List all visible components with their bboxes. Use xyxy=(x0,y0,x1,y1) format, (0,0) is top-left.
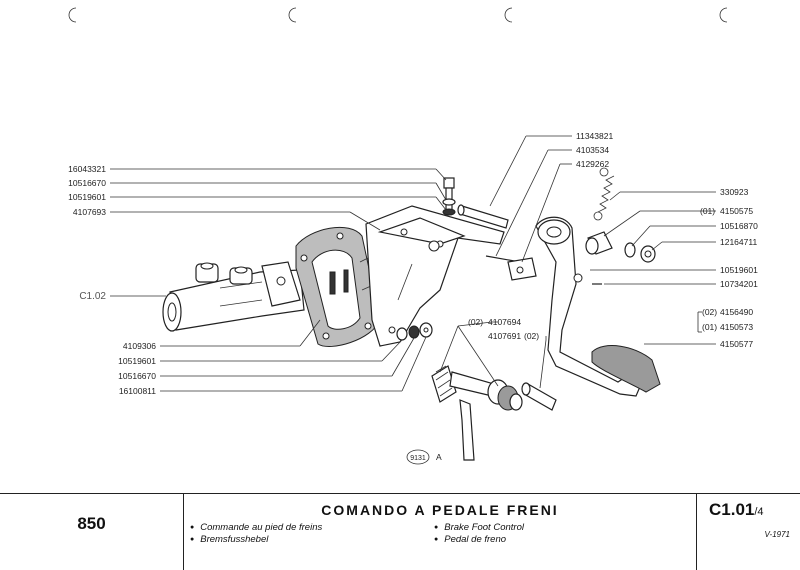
variant-code: (02) xyxy=(468,317,483,327)
part-label: 10519601 xyxy=(118,356,156,366)
part-label: 10734201 xyxy=(720,279,758,289)
title-block: 850 COMANDO A PEDALE FRENI Commande au p… xyxy=(0,493,800,570)
part-label: 4129262 xyxy=(576,159,609,169)
part-label: 16043321 xyxy=(68,164,106,174)
pedal-bracket xyxy=(365,205,505,347)
part-label: 4150573 xyxy=(720,322,753,332)
variant-code: (01) xyxy=(700,206,715,216)
part-label: 10519601 xyxy=(720,265,758,275)
figure-code: 9131 A xyxy=(406,449,442,465)
cross-reference-label: C1.02 xyxy=(79,291,106,302)
part-label: 4109306 xyxy=(123,341,156,351)
page-title: COMANDO A PEDALE FRENI xyxy=(321,502,559,518)
part-label: 4107691 xyxy=(488,331,521,341)
bracket-fasteners xyxy=(396,322,433,341)
page-reference: C1.01/4 xyxy=(709,500,764,520)
title-german: Bremsfusshebel xyxy=(190,534,268,545)
part-label: 4107693 xyxy=(73,207,106,217)
part-label: 10516670 xyxy=(68,178,106,188)
binder-holes xyxy=(68,7,728,23)
pedal-bushings xyxy=(585,231,656,285)
page-reference-suffix: /4 xyxy=(754,506,764,518)
part-label: 16100811 xyxy=(119,386,156,396)
pushrod-boot-assembly xyxy=(431,365,557,461)
variant-code: (01) xyxy=(702,322,717,332)
pin-and-clevis xyxy=(485,255,537,281)
figure-code-suffix: A xyxy=(436,452,442,462)
bolt-and-washers xyxy=(442,177,509,229)
master-cylinder xyxy=(162,261,305,332)
part-label: 4156490 xyxy=(720,307,753,317)
part-label: 4150577 xyxy=(720,339,753,349)
model-number: 850 xyxy=(77,514,106,533)
return-spring xyxy=(593,167,615,221)
brake-pedal-lever xyxy=(535,216,661,397)
title-english: Brake Foot Control xyxy=(434,522,524,533)
title-spanish: Pedal de freno xyxy=(434,534,506,545)
part-label: 10516670 xyxy=(118,371,156,381)
part-label: 4103534 xyxy=(576,145,609,155)
part-label: 4150575 xyxy=(720,206,753,216)
part-label: 11343821 xyxy=(576,131,613,141)
part-labels: 16043321 10516670 10519601 4107693 C1.02… xyxy=(68,131,758,396)
model-cell: 850 xyxy=(0,494,184,570)
part-label: 12164711 xyxy=(720,237,757,247)
part-label: 4107694 xyxy=(488,317,521,327)
exploded-parts-diagram: 16043321 10516670 10519601 4107693 C1.02… xyxy=(68,7,758,465)
variant-code: (02) xyxy=(524,331,539,341)
page-reference-code: C1.01 xyxy=(709,500,755,519)
part-label: 10516870 xyxy=(720,221,758,231)
part-label: 10519601 xyxy=(68,192,106,202)
leader-lines xyxy=(110,135,716,392)
part-label: 330923 xyxy=(720,187,749,197)
title-french: Commande au pied de freins xyxy=(190,522,322,533)
figure-code-number: 9131 xyxy=(410,455,426,462)
revision-date: V-1971 xyxy=(764,530,791,539)
gasket-plate xyxy=(295,226,381,348)
title-cell: COMANDO A PEDALE FRENI Commande au pied … xyxy=(184,494,697,570)
variant-code: (02) xyxy=(702,307,717,317)
reference-cell: C1.01/4 V-1971 xyxy=(697,494,800,570)
